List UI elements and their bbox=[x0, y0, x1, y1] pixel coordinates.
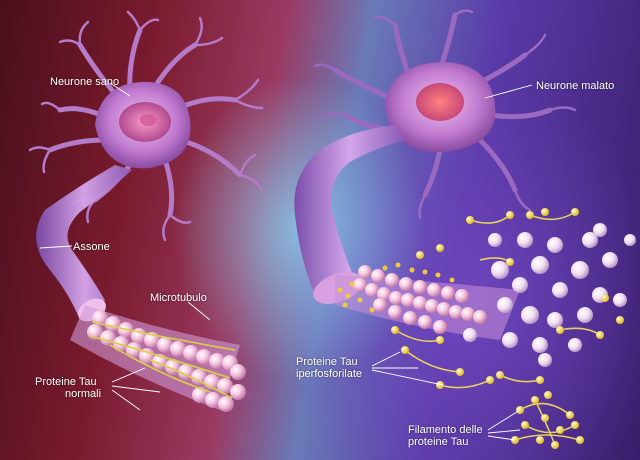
tau-filament bbox=[511, 391, 584, 449]
diseased-axon bbox=[294, 125, 405, 295]
filament-label-line1: Filamento delle bbox=[408, 424, 483, 436]
diseased-neuron-label: Neurone malato bbox=[536, 80, 615, 92]
normal-tau-label-line1: Proteine Tau bbox=[35, 376, 97, 388]
healthy-neuron-label: Neurone sano bbox=[50, 76, 120, 88]
tau-filament-label: Filamento delle proteine Tau bbox=[408, 424, 483, 448]
normal-tau-label: Proteine Tau normali bbox=[35, 376, 101, 400]
hyperphosphorylated-tau bbox=[391, 208, 624, 389]
hyperphosphorylated-tau-label: Proteine Tau iperfosforilate bbox=[296, 356, 362, 380]
diseased-microtubule bbox=[335, 223, 636, 367]
healthy-axon bbox=[36, 165, 132, 320]
healthy-microtubule bbox=[70, 305, 246, 412]
microtubule-label: Microtubulo bbox=[150, 292, 207, 304]
leader-lines bbox=[39, 82, 533, 441]
hyper-tau-label-line1: Proteine Tau bbox=[296, 356, 358, 368]
normal-tau-label-line2: normali bbox=[65, 388, 102, 400]
filament-label-line2: proteine Tau bbox=[408, 436, 469, 448]
axon-label: Assone bbox=[73, 241, 110, 253]
diseased-neuron bbox=[313, 9, 577, 220]
hyper-tau-label-line2: iperfosforilate bbox=[296, 368, 363, 380]
